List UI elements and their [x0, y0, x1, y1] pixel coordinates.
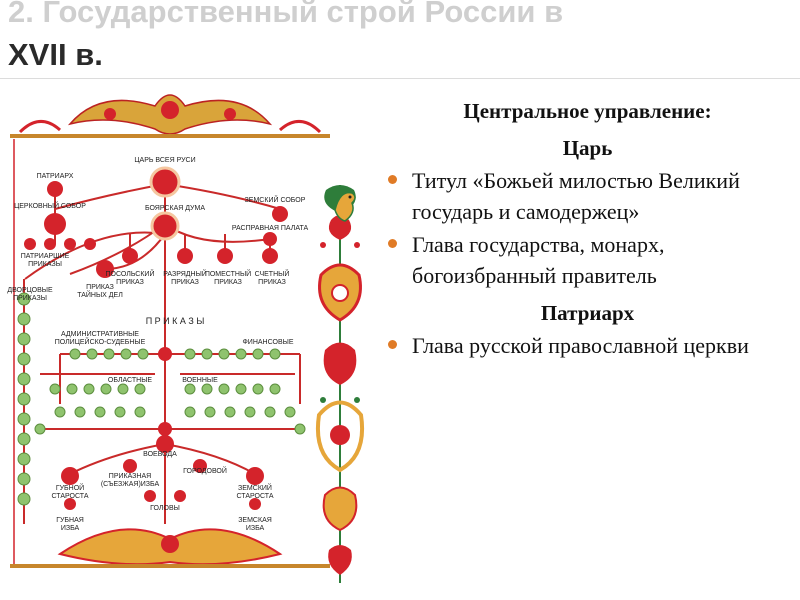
heading-patriarch: Патриарх: [540, 301, 635, 325]
heading-central-administration: Центральное управление:: [463, 99, 712, 123]
label-gubnaya-izba-2: ИЗБА: [61, 525, 80, 532]
label-pomestny-1: ПОМЕСТНЫЙ: [205, 269, 251, 278]
bullet-dot-icon: [388, 175, 397, 184]
label-posolsky-2: ПРИКАЗ: [116, 279, 144, 286]
tsar-node: [149, 166, 181, 198]
label-financial: ФИНАНСОВЫЕ: [242, 339, 293, 346]
label-zemskaya-izba-2: ИЗБА: [246, 525, 265, 532]
boyar-duma-node: [150, 211, 180, 241]
label-zemsky-sobor: ЗЕМСКИЙ СОБОР: [245, 195, 306, 204]
voevoda-node: [156, 435, 174, 453]
label-church-council: ЦЕРКОВНЫЙ СОБОР: [14, 201, 86, 210]
label-gubnoy-2: СТАРОСТА: [51, 493, 88, 500]
label-razryadny-1: РАЗРЯДНЫЙ: [163, 269, 207, 278]
slide-title: 2. Государственный строй России в XVII в…: [8, 0, 788, 76]
zemsky-sobor-node: [272, 206, 288, 222]
secret-prikaz-node: [96, 260, 114, 278]
label-voevoda: ВОЕВОДА: [143, 451, 177, 458]
green-nodes: [17, 292, 306, 506]
label-patriarch-prikazy-1: ПАТРИАРШИЕ: [21, 253, 70, 260]
label-military: ВОЕННЫЕ: [182, 377, 218, 384]
label-pomestny-2: ПРИКАЗ: [214, 279, 242, 286]
patriarch-node: [47, 181, 63, 197]
label-golovy: ГОЛОВЫ: [150, 505, 180, 512]
bullet-text: Титул «Божьей милостью Великий государь …: [412, 168, 740, 224]
label-gubnaya-izba-1: ГУБНАЯ: [56, 517, 84, 524]
text-panel: Центральное управление: Царь Титул «Божь…: [380, 92, 795, 361]
bottom-ornament: [10, 528, 330, 568]
label-rasprava: РАСПРАВНАЯ ПАЛАТА: [232, 225, 309, 232]
label-prikaznaya-1: ПРИКАЗНАЯ: [109, 473, 151, 480]
bird-ornament: [330, 185, 360, 225]
label-zemsky-starosta-1: ЗЕМСКИЙ: [238, 483, 272, 492]
title-divider: [0, 78, 800, 79]
label-gubnoy-1: ГУБНОЙ: [56, 483, 84, 492]
label-zemskaya-izba-1: ЗЕМСКАЯ: [238, 517, 272, 524]
slide-title-line1: 2. Государственный строй России в: [8, 0, 564, 29]
label-palace-prikazy-2: ПРИКАЗЫ: [13, 295, 47, 302]
connector-lines: [23, 183, 301, 524]
label-tsar: ЦАРЬ ВСЕЯ РУСИ: [134, 157, 195, 164]
bullet-dot-icon: [388, 239, 397, 248]
label-patriarch: ПАТРИАРХ: [37, 173, 74, 180]
label-admin-2: ПОЛИЦЕЙСКО-СУДЕБНЫЕ: [55, 337, 146, 346]
heading-tsar: Царь: [562, 136, 613, 160]
label-zemsky-starosta-2: СТАРОСТА: [236, 493, 273, 500]
bullet-item: Глава государства, монарх, богоизбранный…: [380, 229, 795, 291]
government-structure-diagram: ЦАРЬ ВСЕЯ РУСИ ПАТРИАРХ ЦЕРКОВНЫЙ СОБОР …: [0, 84, 382, 584]
top-ornament: [10, 94, 330, 138]
bullet-item: Титул «Божьей милостью Великий государь …: [380, 165, 795, 227]
label-schetny-2: ПРИКАЗ: [258, 279, 286, 286]
slide-title-line2: XVII в.: [8, 37, 103, 72]
label-prikaznaya-2: (СЪЕЗЖАЯ)ИЗБА: [101, 481, 160, 488]
label-admin-1: АДМИНИСТРАТИВНЫЕ: [61, 331, 139, 338]
bullet-text: Глава государства, монарх, богоизбранный…: [412, 232, 665, 288]
bullet-dot-icon: [388, 340, 397, 349]
label-gorodovoy: ГОРОДОВОЙ: [183, 466, 227, 475]
rasprava-node: [263, 232, 277, 246]
label-regional: ОБЛАСТНЫЕ: [108, 377, 152, 384]
label-secret-prikaz-2: ТАЙНЫХ ДЕЛ: [77, 290, 123, 299]
label-secret-prikaz-1: ПРИКАЗ: [86, 284, 114, 291]
label-prikazy: П Р И К А З Ы: [146, 316, 205, 326]
label-razryadny-2: ПРИКАЗ: [171, 279, 199, 286]
vertical-ornament: [311, 185, 369, 583]
label-posolsky-1: ПОСОЛЬСКИЙ: [106, 269, 155, 278]
label-patriarch-prikazy-2: ПРИКАЗЫ: [28, 261, 62, 268]
church-council-node: [44, 213, 66, 235]
bullet-text: Глава русской православной церкви: [412, 333, 749, 358]
label-schetny-1: СЧЕТНЫЙ: [255, 269, 290, 278]
bullet-item: Глава русской православной церкви: [380, 330, 795, 361]
label-boyar-duma: БОЯРСКАЯ ДУМА: [145, 205, 205, 212]
label-palace-prikazy-1: ДВОРЦОВЫЕ: [7, 287, 53, 294]
red-nodes: [24, 166, 288, 510]
